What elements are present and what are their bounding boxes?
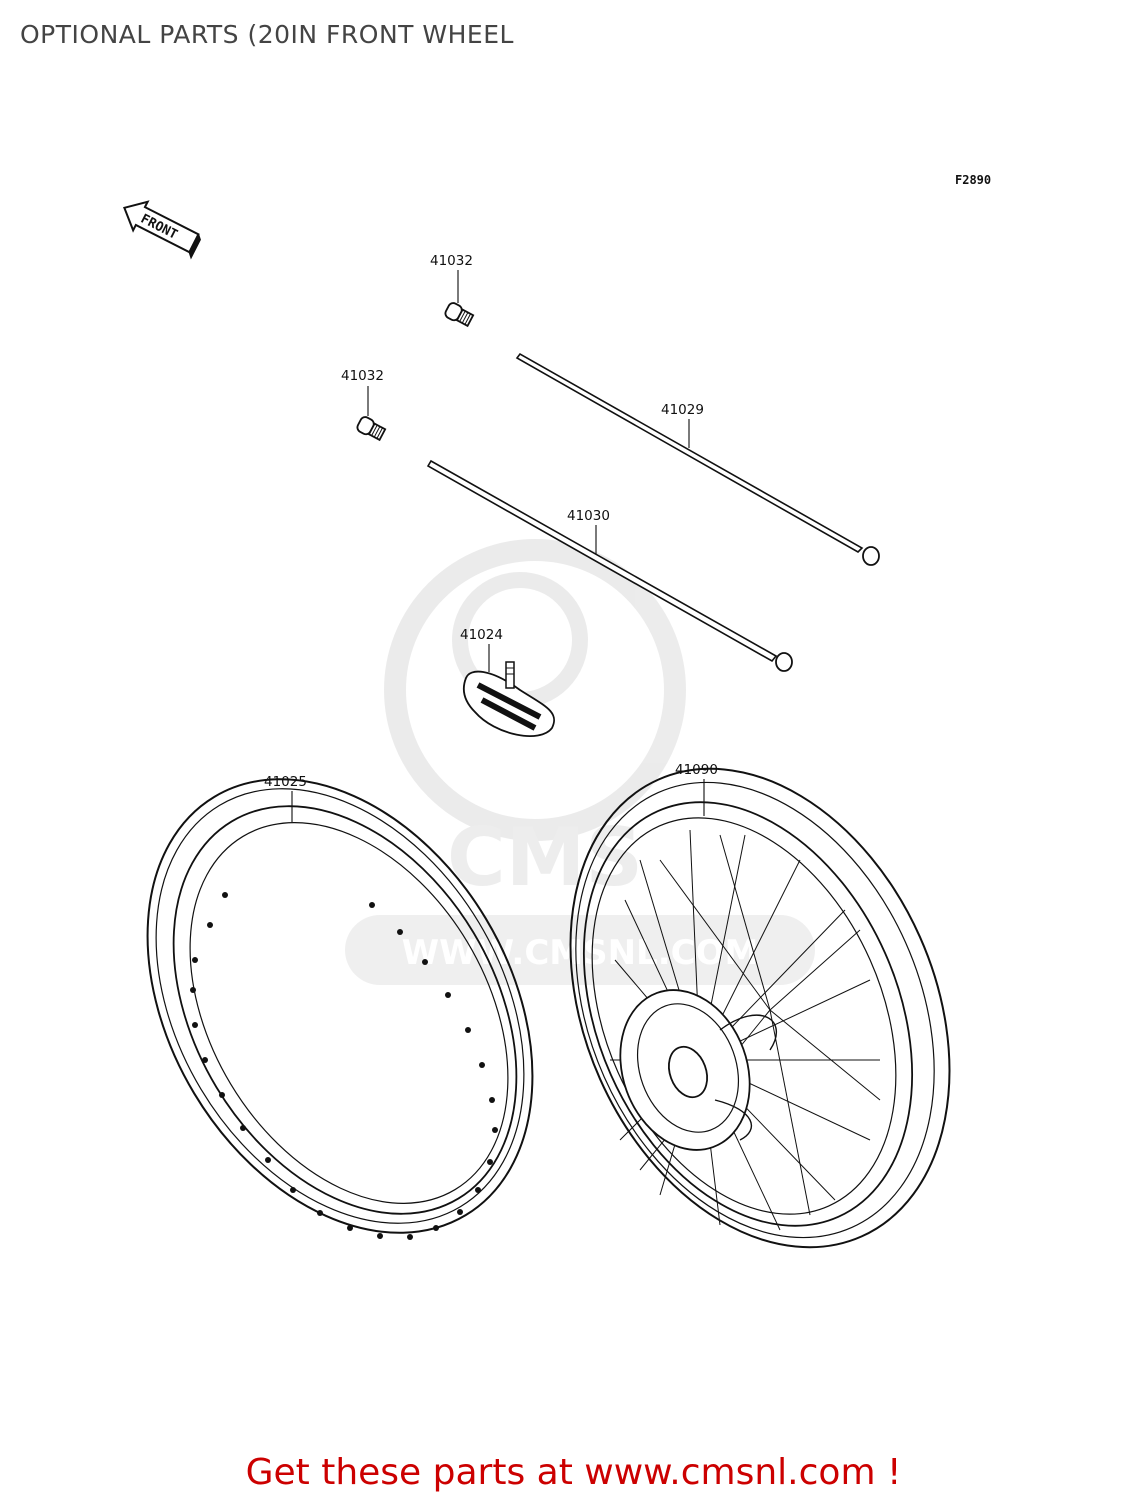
part-label-41030: 41030 <box>567 508 610 524</box>
part-41032-left: 41032 <box>341 368 387 442</box>
part-label-41032-left: 41032 <box>341 368 384 384</box>
watermark-logo-text: CMS <box>447 811 643 904</box>
part-41024: 41024 <box>460 627 555 737</box>
page-title: OPTIONAL PARTS (20IN FRONT WHEEL <box>20 20 514 49</box>
watermark-url-text: WWW.CMSNL.COM <box>402 933 759 973</box>
figure-code: F2890 <box>955 173 991 187</box>
wheel-hub <box>619 989 777 1151</box>
part-label-41024: 41024 <box>460 627 503 643</box>
rim-icon <box>146 778 534 1234</box>
part-label-41025: 41025 <box>264 774 307 790</box>
bottom-banner-link[interactable]: Get these parts at www.cmsnl.com ! <box>245 1452 902 1493</box>
part-label-41029: 41029 <box>661 402 704 418</box>
front-arrow-icon: FRONT <box>123 200 201 260</box>
part-41030: 41030 <box>426 459 793 672</box>
wheel-icon <box>569 767 951 1249</box>
valve-cap-icon <box>444 302 475 328</box>
part-label-41032-top: 41032 <box>430 253 473 269</box>
part-41025: 41025 <box>146 774 534 1240</box>
rim-holes <box>190 892 498 1240</box>
part-41029: 41029 <box>515 352 880 566</box>
part-41090: 41090 <box>569 762 951 1249</box>
part-41032-top: 41032 <box>430 253 475 328</box>
valve-cap-icon <box>356 416 387 442</box>
rim-band-icon <box>463 661 555 737</box>
